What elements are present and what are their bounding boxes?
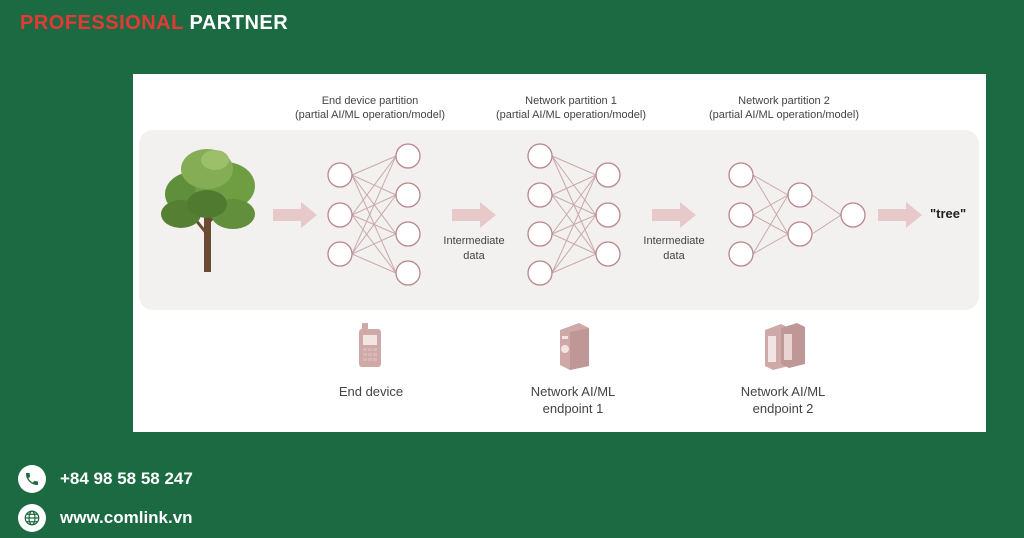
device-label-line: endpoint 1 (542, 401, 604, 416)
diagram-panel: End device partition (partial AI/ML oper… (133, 74, 986, 432)
device-label-line: endpoint 2 (752, 401, 814, 416)
neural-net-network-2 (728, 162, 866, 267)
intermediate-line: Intermediate (443, 235, 505, 247)
server-icon (560, 323, 589, 370)
partition-label-end-device: End device partition (partial AI/ML oper… (260, 94, 480, 122)
flow-arrow (652, 202, 696, 228)
globe-icon (18, 504, 46, 532)
phone-number[interactable]: +84 98 58 58 247 (60, 469, 193, 488)
partition-title: Network partition 1 (525, 95, 617, 107)
device-label-line: End device (338, 384, 404, 399)
phone-icon (18, 465, 46, 493)
flow-arrow (878, 202, 922, 228)
intermediate-line: data (663, 250, 685, 262)
device-label-line: Network AI/ML (740, 384, 826, 399)
contact-phone[interactable]: +84 98 58 58 247 (18, 465, 193, 493)
intermediate-data-label-2: Intermediate data (629, 234, 719, 264)
pipeline-diagram (161, 143, 922, 370)
server-rack-icon (765, 323, 805, 370)
device-label-endpoint-1: Network AI/ML endpoint 1 (493, 383, 653, 417)
brand-header: PROFESSIONAL PARTNER (20, 12, 288, 35)
neural-net-end-device (327, 143, 421, 286)
flow-arrow (273, 202, 317, 228)
intermediate-data-label-1: Intermediate data (429, 234, 519, 264)
partition-label-network-1: Network partition 1 (partial AI/ML opera… (461, 94, 681, 122)
mobile-phone-icon (359, 323, 381, 367)
device-label-end-device: End device (291, 383, 451, 400)
brand-part-professional: PROFESSIONAL (20, 12, 184, 34)
partition-title: End device partition (321, 95, 419, 107)
partition-title: Network partition 2 (738, 95, 830, 107)
device-label-line: Network AI/ML (530, 384, 616, 399)
partition-subtitle: (partial AI/ML operation/model) (496, 109, 646, 121)
device-label-endpoint-2: Network AI/ML endpoint 2 (703, 383, 863, 417)
partition-subtitle: (partial AI/ML operation/model) (709, 109, 859, 121)
partition-label-network-2: Network partition 2 (partial AI/ML opera… (674, 94, 894, 122)
contact-website[interactable]: www.comlink.vn (18, 504, 193, 532)
intermediate-line: data (463, 250, 485, 262)
tree-image (161, 149, 255, 272)
output-label: "tree" (930, 206, 967, 221)
website-link[interactable]: www.comlink.vn (60, 508, 193, 527)
neural-net-network-1 (527, 143, 621, 286)
intermediate-line: Intermediate (643, 235, 705, 247)
flow-arrow (452, 202, 496, 228)
brand-part-partner: PARTNER (189, 12, 289, 34)
partition-subtitle: (partial AI/ML operation/model) (295, 109, 445, 121)
